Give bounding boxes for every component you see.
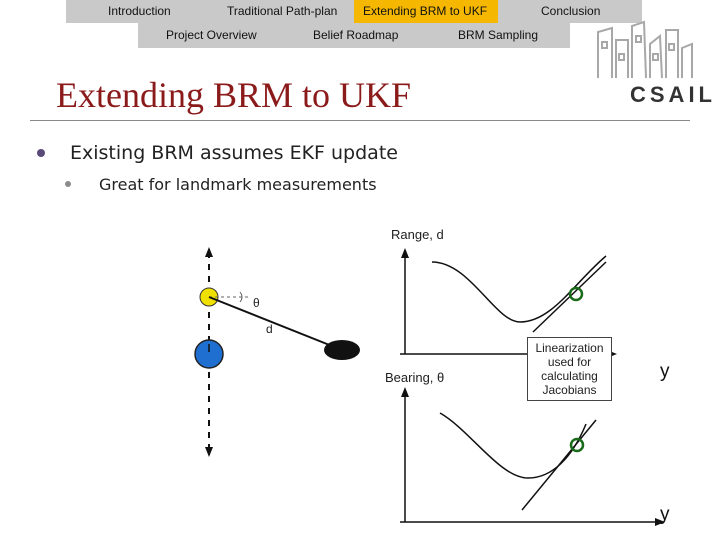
nav-conclusion[interactable]: Conclusion	[541, 4, 601, 18]
title-divider	[30, 120, 690, 121]
lower-y-label: y	[660, 504, 670, 525]
theta-arc	[239, 291, 243, 303]
nav-extending-brm-to-ukf[interactable]: Extending BRM to UKF	[363, 4, 488, 18]
nav-brm-sampling[interactable]: BRM Sampling	[458, 28, 539, 42]
csail-logo-graphic	[597, 20, 693, 79]
range-curve	[431, 255, 607, 323]
linearization-note: Linearization used for calculating Jacob…	[527, 337, 612, 401]
robot-blue	[194, 339, 224, 369]
bearing-linearization-point	[569, 437, 585, 453]
slide-title: Extending BRM to UKF	[56, 75, 412, 115]
range-axis-label: Range, d	[391, 227, 444, 242]
theta-label: θ	[253, 296, 260, 310]
nav-belief-roadmap[interactable]: Belief Roadmap	[313, 28, 399, 42]
bullet-ekf-update: Existing BRM assumes EKF update	[70, 142, 398, 164]
upper-y-label: y	[660, 361, 670, 382]
nav-active-highlight	[354, 0, 498, 23]
bullet-dot	[37, 149, 45, 157]
landmark	[324, 340, 360, 360]
nav-project-overview[interactable]: Project Overview	[166, 28, 257, 42]
bearing-curve	[439, 412, 587, 479]
sub-bullet-dot	[65, 181, 71, 187]
range-linearization-point	[568, 286, 584, 302]
distance-label: d	[266, 322, 273, 336]
measurement-line	[208, 296, 343, 351]
bearing-axis-label: Bearing, θ	[385, 370, 445, 385]
csail-logo: CSAIL	[588, 18, 712, 118]
nav-traditional-path-plan[interactable]: Traditional Path-plan	[227, 4, 338, 18]
sub-bullet-landmark: Great for landmark measurements	[99, 175, 377, 194]
nav-introduction[interactable]: Introduction	[108, 4, 171, 18]
navigation-bar: Introduction Traditional Path-plan Exten…	[66, 0, 642, 48]
bearing-tangent	[521, 419, 597, 511]
csail-logo-text: CSAIL	[630, 82, 716, 107]
nav-row-subsections	[138, 23, 570, 48]
